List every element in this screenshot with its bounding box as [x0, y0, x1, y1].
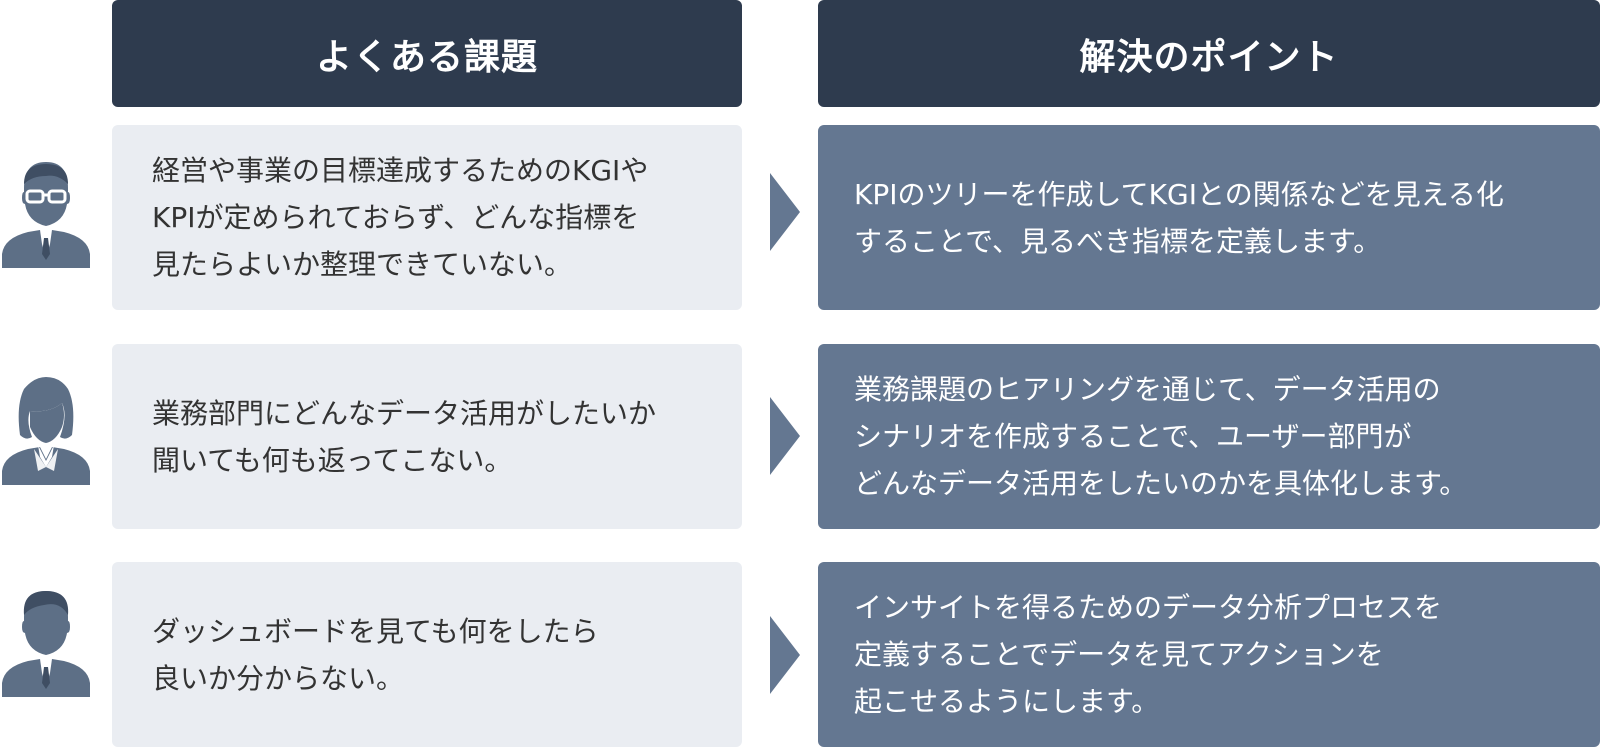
- businessman-icon: [2, 591, 90, 697]
- problem-card-1: 経営や事業の目標達成するためのKGIや KPIが定められておらず、どんな指標を …: [112, 125, 742, 310]
- problem-text-3: ダッシュボードを見ても何をしたら 良いか分からない。: [152, 614, 599, 695]
- problems-header-label: よくある課題: [315, 36, 538, 78]
- businesswoman-icon: [2, 377, 90, 485]
- arrow-right-icon: [770, 616, 800, 694]
- solution-card-2: 業務課題のヒアリングを通じて、データ活用の シナリオを作成することで、ユーザー部…: [818, 344, 1600, 529]
- solutions-header: 解決のポイント: [818, 0, 1600, 107]
- solution-text-3: インサイトを得るためのデータ分析プロセスを 定義することでデータを見てアクション…: [854, 591, 1443, 718]
- solution-text-1: KPIのツリーを作成してKGIとの関係などを見える化 することで、見るべき指標を…: [854, 177, 1504, 258]
- businessman-glasses-icon: [2, 162, 90, 268]
- arrow-right-icon: [770, 173, 800, 251]
- arrow-right-icon: [770, 397, 800, 475]
- solution-text-2: 業務課題のヒアリングを通じて、データ活用の シナリオを作成することで、ユーザー部…: [854, 373, 1468, 500]
- solution-card-3: インサイトを得るためのデータ分析プロセスを 定義することでデータを見てアクション…: [818, 562, 1600, 747]
- solution-card-1: KPIのツリーを作成してKGIとの関係などを見える化 することで、見るべき指標を…: [818, 125, 1600, 310]
- problem-card-3: ダッシュボードを見ても何をしたら 良いか分からない。: [112, 562, 742, 747]
- problems-header: よくある課題: [112, 0, 742, 107]
- problem-card-2: 業務部門にどんなデータ活用がしたいか 聞いても何も返ってこない。: [112, 344, 742, 529]
- problem-text-1: 経営や事業の目標達成するためのKGIや KPIが定められておらず、どんな指標を …: [152, 154, 649, 281]
- problem-text-2: 業務部門にどんなデータ活用がしたいか 聞いても何も返ってこない。: [152, 396, 657, 477]
- solutions-header-label: 解決のポイント: [1079, 36, 1339, 78]
